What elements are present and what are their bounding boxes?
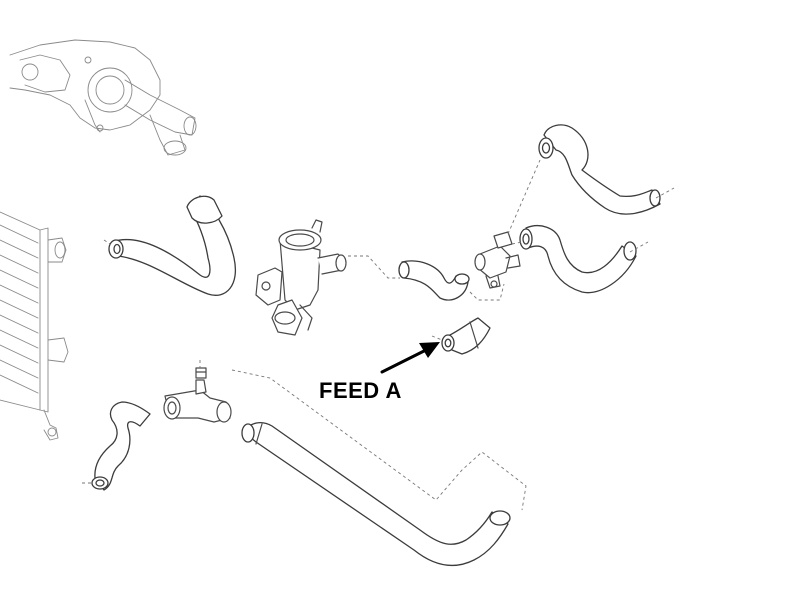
feed-a-label: FEED A bbox=[319, 378, 402, 403]
leader-lines bbox=[82, 159, 675, 511]
upper-right-hose-1 bbox=[543, 124, 661, 215]
thermostat-housing bbox=[255, 219, 347, 336]
t-connector bbox=[474, 231, 521, 289]
long-lower-hose bbox=[243, 421, 509, 567]
feed-a-elbow-hose bbox=[431, 317, 491, 355]
radiator bbox=[0, 211, 69, 441]
water-pump bbox=[9, 39, 197, 156]
callout-arrow bbox=[380, 342, 440, 374]
lower-left-hose bbox=[94, 401, 151, 491]
lower-t-piece bbox=[163, 367, 232, 423]
upper-right-hose-2 bbox=[525, 225, 637, 294]
